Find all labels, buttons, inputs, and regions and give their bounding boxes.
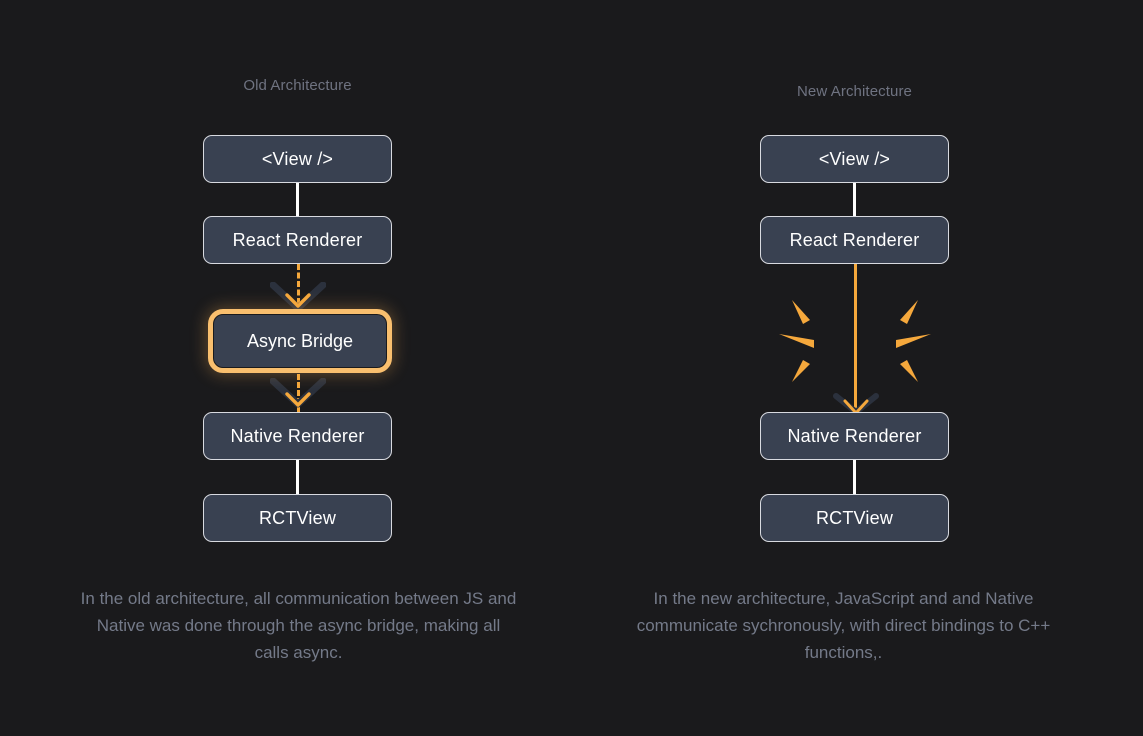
right-node-rctview[interactable]: RCTView [760, 494, 949, 542]
right-connector-view-to-react [853, 180, 856, 220]
left-node-view[interactable]: <View /> [203, 135, 392, 183]
left-arrowhead-upper [285, 293, 311, 308]
left-dashed-line-lower [297, 374, 300, 412]
right-solid-orange-line [854, 264, 857, 412]
old-architecture-title: Old Architecture [243, 77, 352, 94]
left-arrowhead-lower [285, 392, 311, 407]
new-architecture-caption: In the new architecture, JavaScript and … [636, 589, 1051, 662]
right-connector-native-to-rctview [853, 457, 856, 497]
left-connector-native-to-rctview [296, 457, 299, 497]
right-node-react-renderer[interactable]: React Renderer [760, 216, 949, 264]
left-node-react-renderer[interactable]: React Renderer [203, 216, 392, 264]
new-architecture-title: New Architecture [797, 83, 912, 100]
left-node-async-bridge[interactable]: Async Bridge [214, 315, 386, 367]
async-bridge-highlight-ring[interactable]: Async Bridge [208, 309, 392, 373]
left-node-native-renderer[interactable]: Native Renderer [203, 412, 392, 460]
left-connector-view-to-react [296, 180, 299, 220]
right-node-native-renderer[interactable]: Native Renderer [760, 412, 949, 460]
old-architecture-caption: In the old architecture, all communicati… [80, 589, 517, 662]
right-node-view[interactable]: <View /> [760, 135, 949, 183]
left-dashed-line-upper [297, 264, 300, 304]
left-grey-chevron-upper [270, 282, 326, 312]
left-node-rctview[interactable]: RCTView [203, 494, 392, 542]
bridge-removed-burst [779, 300, 931, 382]
